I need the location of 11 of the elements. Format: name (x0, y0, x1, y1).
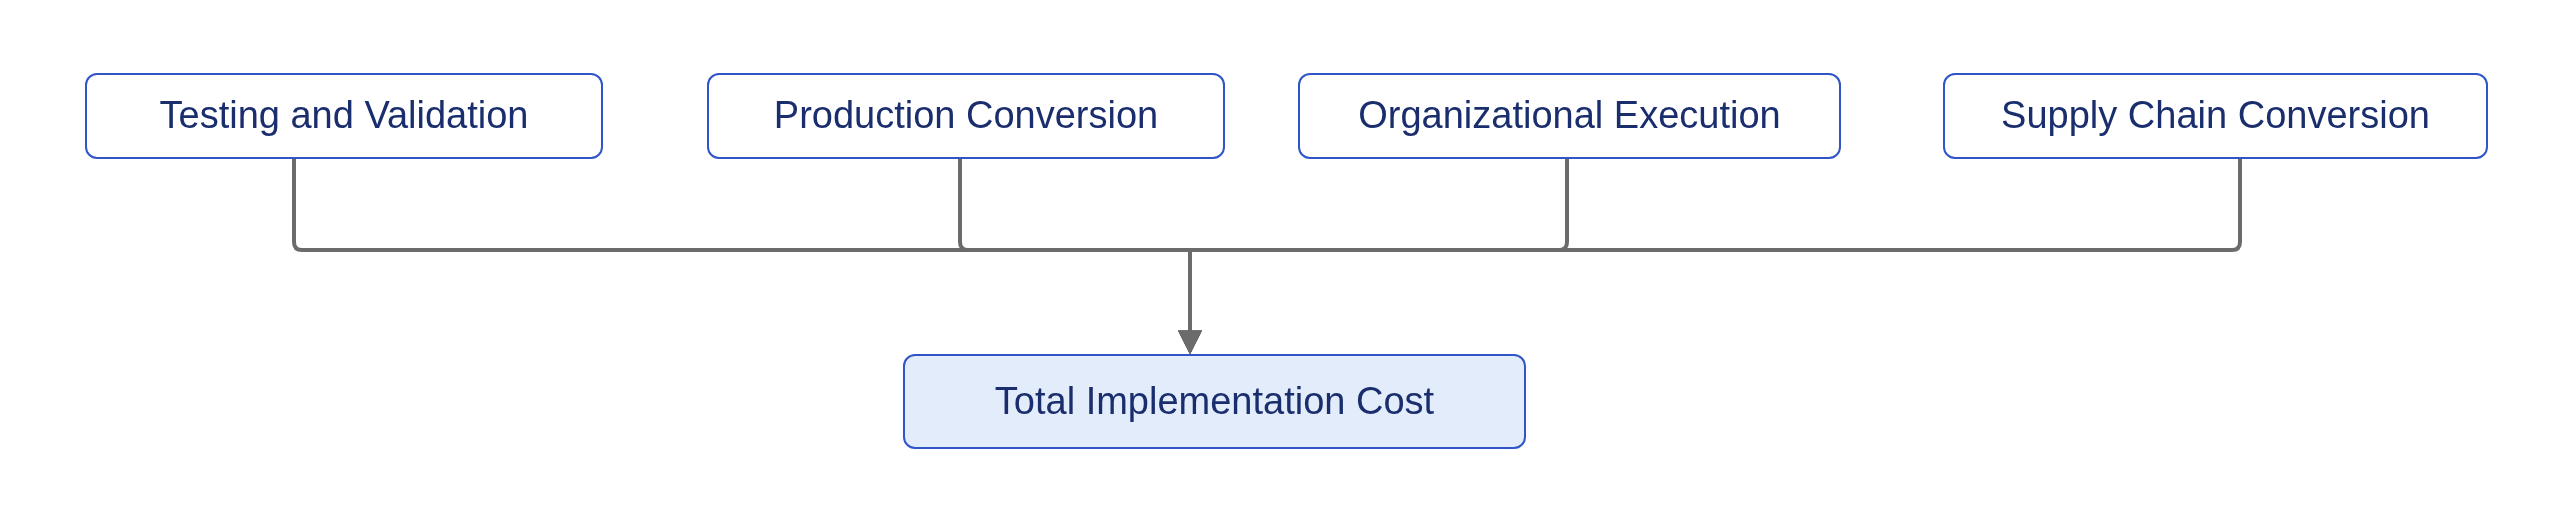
result-box (903, 354, 1526, 449)
box-label: Total Implementation Cost (994, 378, 1435, 424)
process-box (85, 73, 603, 159)
box-label: Production Conversion (773, 93, 1159, 139)
box-label: Organizational Execution (1358, 93, 1781, 139)
process-box (1943, 73, 2488, 159)
box-label: Testing and Validation (159, 93, 529, 139)
connector-arrow (1178, 159, 2242, 355)
process-box (1298, 73, 1841, 159)
box-label: Supply Chain Conversion (2001, 93, 2430, 139)
process-box (707, 73, 1225, 159)
